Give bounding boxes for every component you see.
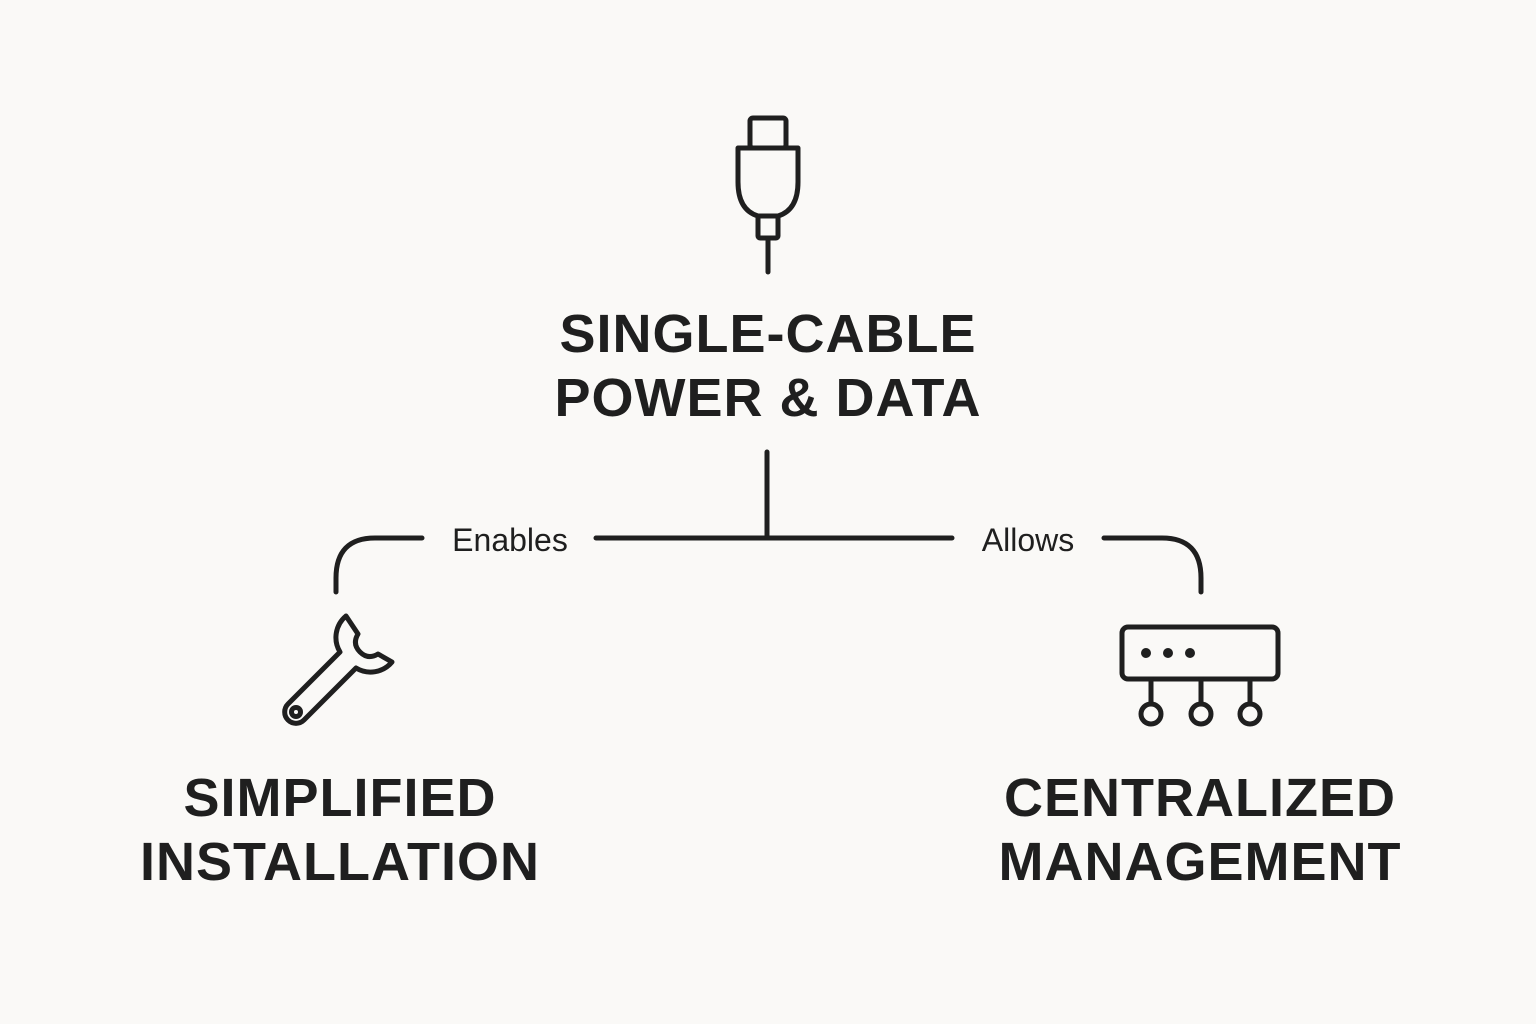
edge-label-allows: Allows — [981, 522, 1075, 558]
right-title-line-2: MANAGEMENT — [998, 832, 1402, 892]
branch-curve-right — [1101, 535, 1204, 595]
left-title-line-2: INSTALLATION — [140, 832, 540, 892]
edge-label-enables: Enables — [452, 522, 568, 558]
power-plug-icon — [735, 115, 801, 275]
right-node-title: CENTRALIZED MANAGEMENT — [950, 766, 1450, 894]
right-title-line-1: CENTRALIZED — [1004, 768, 1396, 828]
branch-curve-left — [333, 535, 425, 595]
wrench-icon — [282, 613, 395, 726]
network-device-icon — [1119, 624, 1281, 727]
left-node-title: SIMPLIFIED INSTALLATION — [90, 766, 590, 894]
root-node-title: SINGLE-CABLE POWER & DATA — [468, 302, 1068, 430]
root-title-line-2: POWER & DATA — [554, 368, 982, 428]
left-title-line-1: SIMPLIFIED — [183, 768, 497, 828]
root-title-line-1: SINGLE-CABLE — [559, 304, 977, 364]
